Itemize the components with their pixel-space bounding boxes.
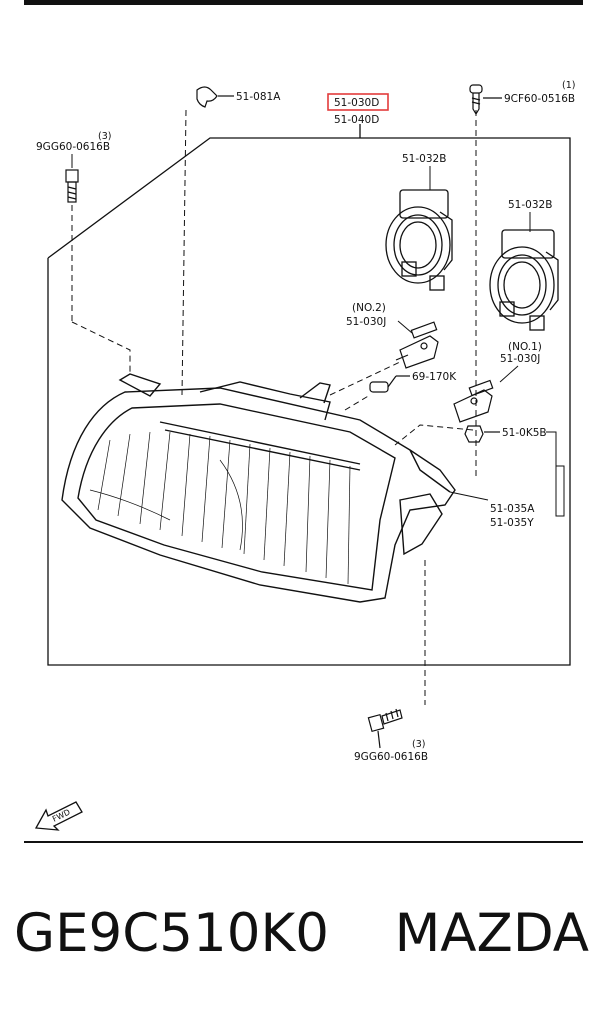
top-rule [24, 0, 583, 5]
bulb-no2-label: 51-030J [346, 316, 386, 328]
socket-k5b-icon [464, 425, 500, 443]
clip-icon [196, 86, 234, 108]
no2-label: (NO.2) [352, 302, 386, 314]
bulb-no2-icon [395, 321, 439, 369]
socket-right-icon [489, 229, 559, 331]
headlamp-exploded-diagram: 51-081A 51-030D 51-040D (1) 9CF60-0516B … [34, 80, 575, 831]
screw-icon [469, 84, 502, 116]
headlamp-body-icon [61, 373, 456, 603]
bracket-leader [449, 431, 565, 517]
socket-k5b-label: 51-0K5B [502, 427, 547, 439]
bolt-top-icon [65, 169, 79, 203]
socket-right-label: 51-032B [508, 199, 552, 211]
bottom-rule [24, 841, 583, 843]
fwd-arrow-icon [34, 801, 83, 831]
no1-label: (NO.1) [508, 341, 542, 353]
bracket-y-label: 51-035Y [490, 517, 534, 529]
small-bulb-label: 69-170K [412, 371, 457, 383]
bolt-top-label: 9GG60-0616B [36, 141, 110, 153]
bolt-bottom-icon [367, 708, 403, 749]
bulb-no1-label: 51-030J [500, 353, 540, 365]
socket-left-label: 51-032B [402, 153, 446, 165]
bracket-a-label: 51-035A [490, 503, 535, 515]
bulb-no1-icon [453, 379, 494, 423]
footer: GE9C510K0 MAZDA [14, 898, 589, 968]
bolt-bottom-label: 9GG60-0616B [354, 751, 428, 763]
dashed-leaders [71, 109, 477, 705]
screw-qty: (1) [562, 80, 575, 91]
lens-hatching [89, 431, 351, 585]
part-number: GE9C510K0 [14, 902, 329, 964]
highlight-label: 51-030D [334, 97, 379, 109]
brand-name: MAZDA [394, 902, 589, 964]
headlamp-label: 51-040D [334, 114, 379, 126]
small-bulb-icon [369, 375, 410, 393]
screw-label: 9CF60-0516B [504, 93, 575, 105]
clip-label: 51-081A [236, 91, 281, 103]
highlight-box [327, 93, 389, 111]
fwd-label: FWD [51, 808, 72, 824]
socket-left-icon [385, 189, 453, 291]
bolt-bottom-qty: (3) [412, 739, 425, 750]
assembly-frame [47, 124, 571, 666]
bolt-top-qty: (3) [98, 131, 111, 142]
